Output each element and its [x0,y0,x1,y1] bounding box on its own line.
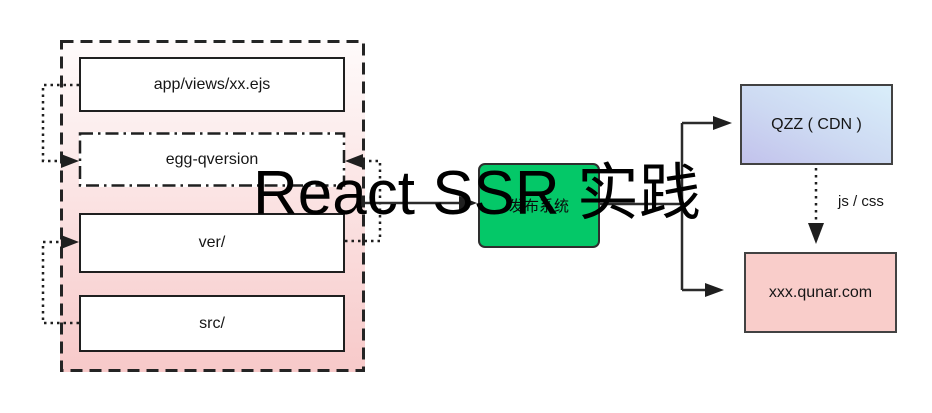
node-egg-qversion-label: egg-qversion [165,150,259,168]
edge-label-js-css: js / css [838,193,884,210]
node-publish-system: 发布系统 [478,163,600,248]
node-app-views-label: app/views/xx.ejs [153,75,271,93]
node-ver-label: ver/ [198,234,226,251]
node-src: src/ [79,295,345,352]
node-cdn-label: QZZ ( CDN ) [771,115,862,133]
connector-publish-to-site-arrowhead [705,283,724,297]
page-title: React SSR 实践 [253,159,701,228]
node-app-views: app/views/xx.ejs [79,57,345,112]
connector-cdn-to-site-arrowhead [808,223,824,244]
node-cdn: QZZ ( CDN ) [740,84,893,165]
node-src-label: src/ [199,314,225,332]
node-publish-system-label: 发布系统 [508,198,569,215]
node-site: xxx.qunar.com [744,252,897,333]
node-site-label: xxx.qunar.com [768,283,873,301]
connector-publish-to-cdn-arrowhead [713,116,732,130]
